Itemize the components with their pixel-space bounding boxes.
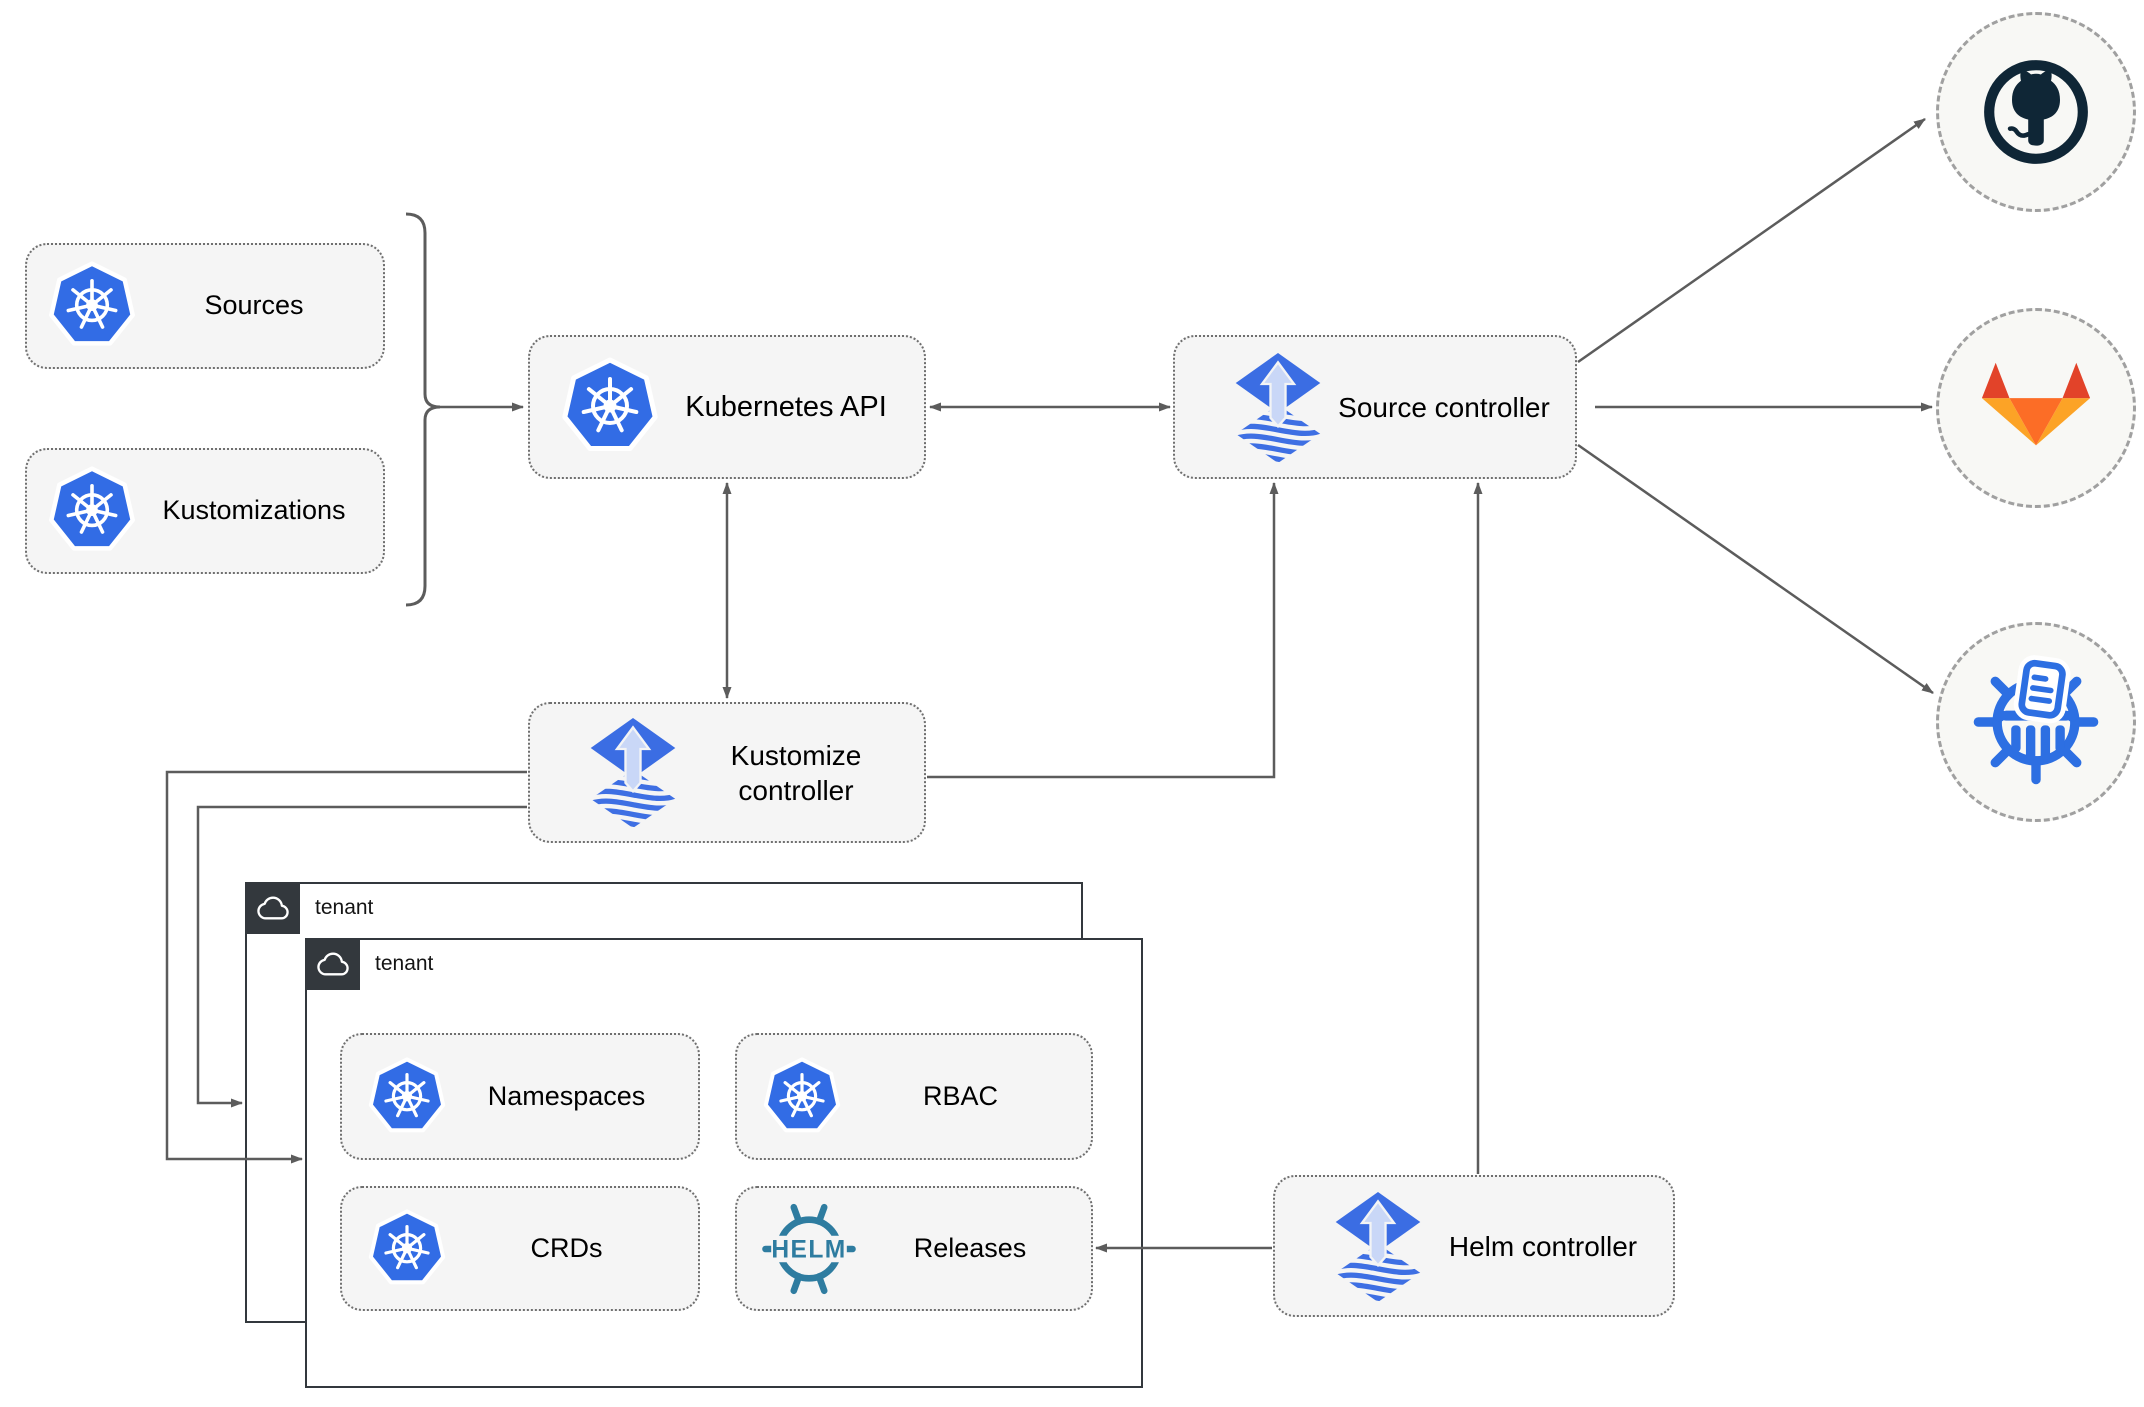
node-sources: Sources [25,243,385,369]
node-rbac: RBAC [735,1033,1093,1160]
flux-icon [1235,352,1321,463]
node-label: Kubernetes API [685,390,887,423]
node-helm-controller: Helm controller [1273,1175,1675,1317]
node-label: Namespaces [487,1080,646,1111]
node-label: Sources [204,290,304,321]
tenant-outer-tab [245,882,300,934]
cloud-icon [256,896,289,920]
node-label: Helm controller [1448,1230,1638,1262]
kubernetes-icon [49,261,135,346]
node-label: CRDs [530,1232,603,1263]
node-label: Kustomize controller [730,739,862,806]
node-kubernetes-api: Kubernetes API [528,335,926,479]
github-node [1936,12,2136,212]
node-releases: HELM Releases [735,1186,1093,1311]
node-crds: CRDs [340,1186,700,1311]
tenant-inner-label: tenant [375,952,434,975]
helm-icon: HELM [762,1203,856,1294]
edge-sourcectrl-chartmuseum [1577,443,1934,695]
node-label: Kustomizations [162,495,346,526]
edge-kustomizectrl-sourcectrl [927,482,1279,779]
node-kustomize-controller: Kustomize controller [528,702,926,843]
kubernetes-icon [562,357,658,451]
kubernetes-icon [368,1208,446,1284]
chartmuseum-node [1936,622,2136,822]
flux-icon [1335,1191,1421,1302]
node-namespaces: Namespaces [340,1033,700,1160]
node-source-controller: Source controller [1173,335,1577,479]
chartmuseum-icon [1973,655,2099,785]
node-label: Source controller [1338,391,1550,423]
gitlab-node [1936,308,2136,508]
tenant-inner-tab [305,938,360,990]
node-label: Releases [913,1232,1027,1263]
group-bracket [405,212,441,607]
node-kustomizations: Kustomizations [25,448,385,574]
tenant-group-inner: tenant [305,938,1143,1388]
github-icon [1984,60,2088,164]
flux-icon [590,717,676,828]
kubernetes-icon [368,1056,446,1132]
kubernetes-icon [49,466,135,551]
edge-sourcectrl-github [1577,117,1926,364]
gitlab-icon [1981,362,2091,446]
kubernetes-icon [763,1056,841,1132]
cloud-icon [316,952,349,976]
node-label: RBAC [922,1080,998,1111]
tenant-outer-label: tenant [315,896,374,919]
helm-wordmark: HELM [771,1236,846,1263]
